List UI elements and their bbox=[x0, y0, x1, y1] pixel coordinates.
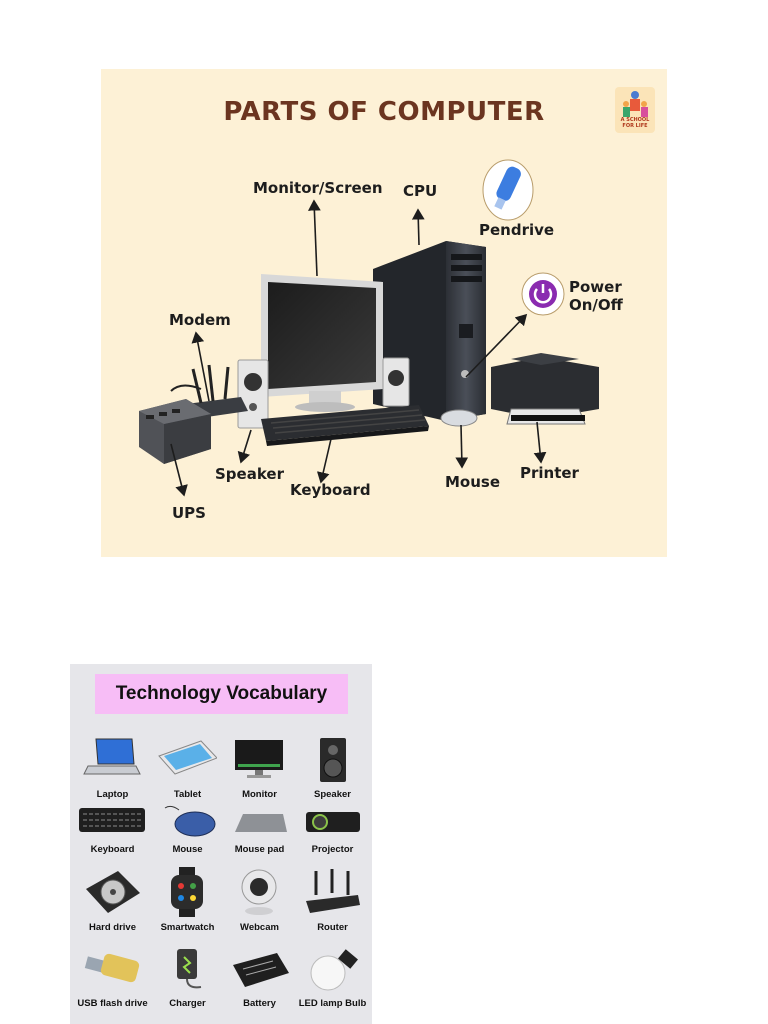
label-mouse: Mouse bbox=[445, 473, 501, 491]
vocab-item-mouse: Mouse bbox=[150, 804, 225, 874]
pendrive-icon bbox=[482, 159, 534, 221]
projector-icon bbox=[306, 812, 360, 832]
vocab-item-laptop: Laptop bbox=[75, 736, 150, 806]
keyboard-icon bbox=[79, 808, 145, 832]
label-printer: Printer bbox=[520, 464, 579, 482]
smartwatch-icon bbox=[171, 867, 203, 917]
vocab-item-monitor: Monitor bbox=[222, 736, 297, 806]
label-ups: UPS bbox=[172, 504, 206, 522]
monitor-icon bbox=[235, 740, 283, 778]
keyboard-icon bbox=[261, 405, 429, 446]
label-pendrive: Pendrive bbox=[479, 221, 555, 239]
vocab-item-mouse-pad: Mouse pad bbox=[222, 804, 297, 874]
mouse-icon bbox=[164, 805, 216, 837]
computer-illustration bbox=[139, 159, 599, 497]
label-speaker: Speaker bbox=[215, 465, 284, 483]
led-bulb-icon bbox=[310, 949, 358, 991]
vocab-item-smartwatch: Smartwatch bbox=[150, 867, 225, 937]
school-logo: A SCHOOL FOR LIFE bbox=[615, 87, 655, 133]
vocabulary-title: Technology Vocabulary bbox=[95, 674, 348, 714]
power-button-icon bbox=[521, 272, 565, 316]
mouse-pad-icon bbox=[235, 814, 287, 832]
vocab-item-led-lamp-bulb: LED lamp Bulb bbox=[295, 947, 370, 1017]
vocab-item-battery: Battery bbox=[222, 947, 297, 1017]
technology-vocabulary-poster: Technology Vocabulary Laptop Tablet Moni… bbox=[70, 664, 372, 1024]
mouse-icon bbox=[440, 409, 478, 427]
printer-icon bbox=[491, 353, 599, 425]
ups-icon bbox=[139, 399, 211, 464]
usb-flash-drive-icon bbox=[84, 953, 140, 983]
vocab-item-speaker: Speaker bbox=[295, 736, 370, 806]
poster-title: PARTS OF COMPUTER bbox=[223, 97, 545, 127]
hard-drive-icon bbox=[86, 871, 140, 913]
label-power: Power On/Off bbox=[569, 278, 623, 314]
vocab-item-usb-flash-drive: USB flash drive bbox=[75, 947, 150, 1017]
vocab-item-hard-drive: Hard drive bbox=[75, 867, 150, 937]
vocab-item-webcam: Webcam bbox=[222, 867, 297, 937]
vocab-item-router: Router bbox=[295, 867, 370, 937]
router-icon bbox=[306, 869, 360, 913]
charger-icon bbox=[177, 949, 202, 989]
label-keyboard: Keyboard bbox=[290, 481, 371, 499]
tablet-icon bbox=[158, 740, 217, 775]
vocab-item-tablet: Tablet bbox=[150, 736, 225, 806]
vocab-item-projector: Projector bbox=[295, 804, 370, 874]
label-modem: Modem bbox=[169, 311, 231, 329]
speaker-icon bbox=[320, 738, 346, 782]
label-monitor: Monitor/Screen bbox=[253, 179, 383, 197]
label-cpu: CPU bbox=[403, 182, 438, 200]
battery-icon bbox=[233, 953, 289, 987]
webcam-icon bbox=[241, 869, 277, 915]
parts-of-computer-poster: PARTS OF COMPUTER A SCHOOL FOR LIFE bbox=[101, 69, 667, 557]
laptop-icon bbox=[83, 738, 141, 775]
vocab-item-keyboard: Keyboard bbox=[75, 804, 150, 874]
pointer-arrows bbox=[170, 199, 547, 497]
monitor-screen-icon bbox=[261, 274, 383, 412]
vocab-item-charger: Charger bbox=[150, 947, 225, 1017]
